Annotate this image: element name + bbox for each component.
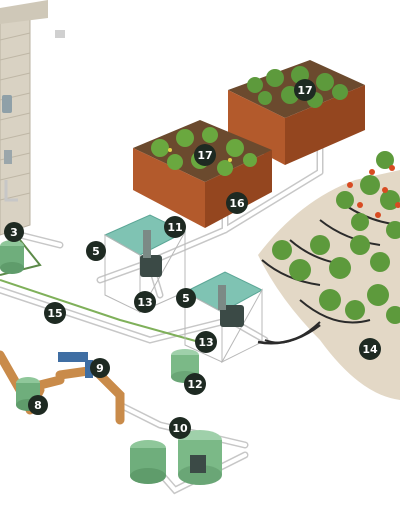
valve-box-bottom (130, 430, 222, 485)
controller-icon (2, 95, 12, 113)
svg-text:8: 8 (34, 399, 42, 412)
tomato-fruits (347, 165, 400, 218)
garden-plants (272, 151, 400, 324)
svg-text:13: 13 (137, 296, 152, 309)
callout-5b: 5 (176, 288, 196, 308)
svg-text:17: 17 (197, 149, 212, 162)
outdoor-light-icon (55, 30, 65, 38)
callout-8: 8 (28, 395, 48, 415)
svg-text:16: 16 (229, 197, 245, 210)
callout-13b: 13 (195, 331, 217, 353)
house-wall (0, 0, 65, 236)
svg-text:13: 13 (198, 336, 213, 349)
svg-text:12: 12 (187, 378, 202, 391)
callout-14: 14 (359, 338, 381, 360)
valve-box-icon-2 (183, 271, 264, 364)
svg-text:9: 9 (96, 362, 104, 375)
callout-12: 12 (184, 373, 206, 395)
callout-17a: 17 (294, 79, 316, 101)
callout-17b: 17 (194, 144, 216, 166)
callout-5a: 5 (86, 241, 106, 261)
callout-11: 11 (164, 216, 186, 238)
svg-text:14: 14 (362, 343, 378, 356)
svg-text:11: 11 (167, 221, 182, 234)
valve-box-left (0, 240, 24, 274)
callout-16: 16 (226, 192, 248, 214)
callout-3: 3 (4, 222, 24, 242)
callout-13a: 13 (134, 291, 156, 313)
control-wire (0, 279, 211, 346)
svg-text:3: 3 (10, 226, 18, 239)
drip-supply-hose (257, 324, 321, 345)
svg-text:15: 15 (47, 307, 62, 320)
svg-text:17: 17 (297, 84, 312, 97)
svg-text:10: 10 (172, 422, 188, 435)
svg-text:5: 5 (182, 292, 190, 305)
callout-9: 9 (90, 358, 110, 378)
callout-10: 10 (169, 417, 191, 439)
svg-text:5: 5 (92, 245, 100, 258)
callout-15: 15 (44, 302, 66, 324)
outlet-icon (4, 150, 12, 164)
